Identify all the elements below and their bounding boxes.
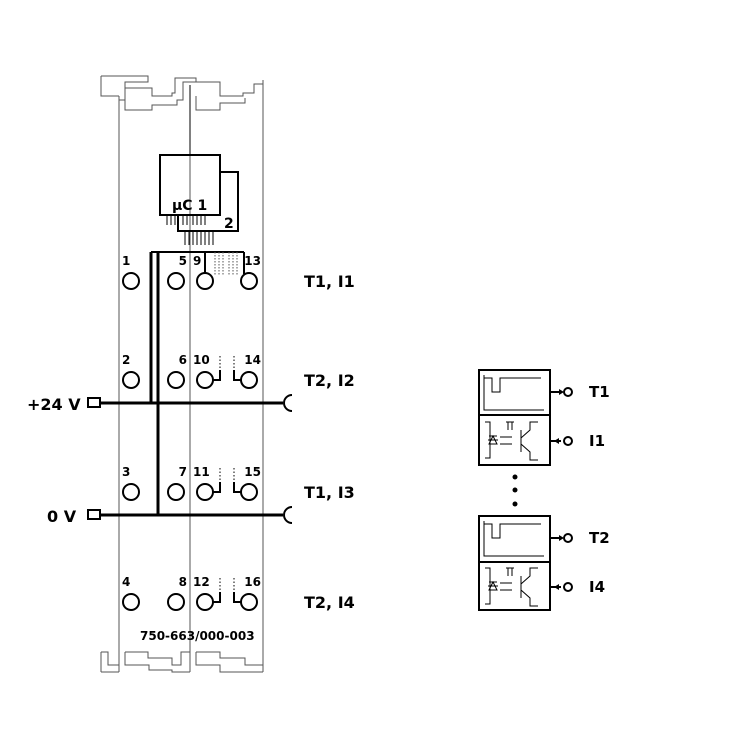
schematic-label-t1: T1: [589, 383, 610, 401]
optocoupler-block-i4: [478, 561, 551, 611]
optocoupler-block-i1: [478, 414, 551, 466]
terminal-12: [196, 593, 214, 611]
chip-label-1: µC 1: [172, 198, 207, 214]
terminal-1: [122, 272, 140, 290]
switch-contact: [213, 592, 241, 603]
microcontroller: µC 1 2: [151, 85, 245, 276]
schematic-label-i1: I1: [589, 432, 605, 450]
terminal-number: 13: [244, 254, 261, 268]
row-label-3: T1, I3: [304, 483, 355, 502]
row-label-1: T1, I1: [304, 272, 355, 291]
module-housing: [100, 75, 264, 673]
terminal-number: 8: [179, 575, 187, 589]
terminal-11: [196, 483, 214, 501]
terminal-number: 6: [179, 353, 187, 367]
supply-24v-connector: [87, 397, 101, 408]
terminal-10: [196, 371, 214, 389]
terminal-15: [240, 483, 258, 501]
terminal-13: [240, 272, 258, 290]
terminal-9: [196, 272, 214, 290]
terminal-number: 12: [193, 575, 210, 589]
terminal-number: 7: [179, 465, 187, 479]
power-bus: +24 V 0 V: [27, 252, 293, 526]
terminal-number: 5: [179, 254, 187, 268]
terminal-number: 15: [244, 465, 261, 479]
row-label-2: T2, I2: [304, 371, 355, 390]
terminal-number: 3: [122, 465, 130, 479]
terminal-number: 9: [193, 254, 201, 268]
supply-label-0v: 0 V: [47, 507, 77, 526]
terminal-number: 2: [122, 353, 130, 367]
terminal-3: [122, 483, 140, 501]
terminal-14: [240, 371, 258, 389]
terminal-number: 1: [122, 254, 130, 268]
terminal-number: 10: [193, 353, 210, 367]
terminal-7: [167, 483, 185, 501]
supply-label-24v: +24 V: [27, 395, 81, 414]
terminal-number: 4: [122, 575, 130, 589]
terminal-4: [122, 593, 140, 611]
io-schematic: T1 I1 T2 I4: [478, 369, 610, 611]
switch-contact: [213, 370, 241, 381]
terminal-number: 16: [244, 575, 261, 589]
schematic-label-i4: I4: [589, 578, 605, 596]
terminal-2: [122, 371, 140, 389]
supply-0v-connector: [87, 509, 101, 520]
terminal-number: 14: [244, 353, 261, 367]
switch-contact: [213, 482, 241, 493]
terminal-16: [240, 593, 258, 611]
terminal-6: [167, 371, 185, 389]
schematic-label-t2: T2: [589, 529, 610, 547]
chip-label-2: 2: [224, 216, 234, 232]
terminal-number: 11: [193, 465, 210, 479]
dotted-link: [219, 356, 235, 368]
part-number: 750-663/000-003: [140, 629, 255, 643]
timer-block-t2: [478, 515, 551, 563]
dotted-link: [219, 578, 235, 590]
terminal-5: [167, 272, 185, 290]
row-label-4: T2, I4: [304, 593, 355, 612]
dotted-link: [219, 468, 235, 480]
timer-block-t1: [478, 369, 551, 416]
terminal-8: [167, 593, 185, 611]
